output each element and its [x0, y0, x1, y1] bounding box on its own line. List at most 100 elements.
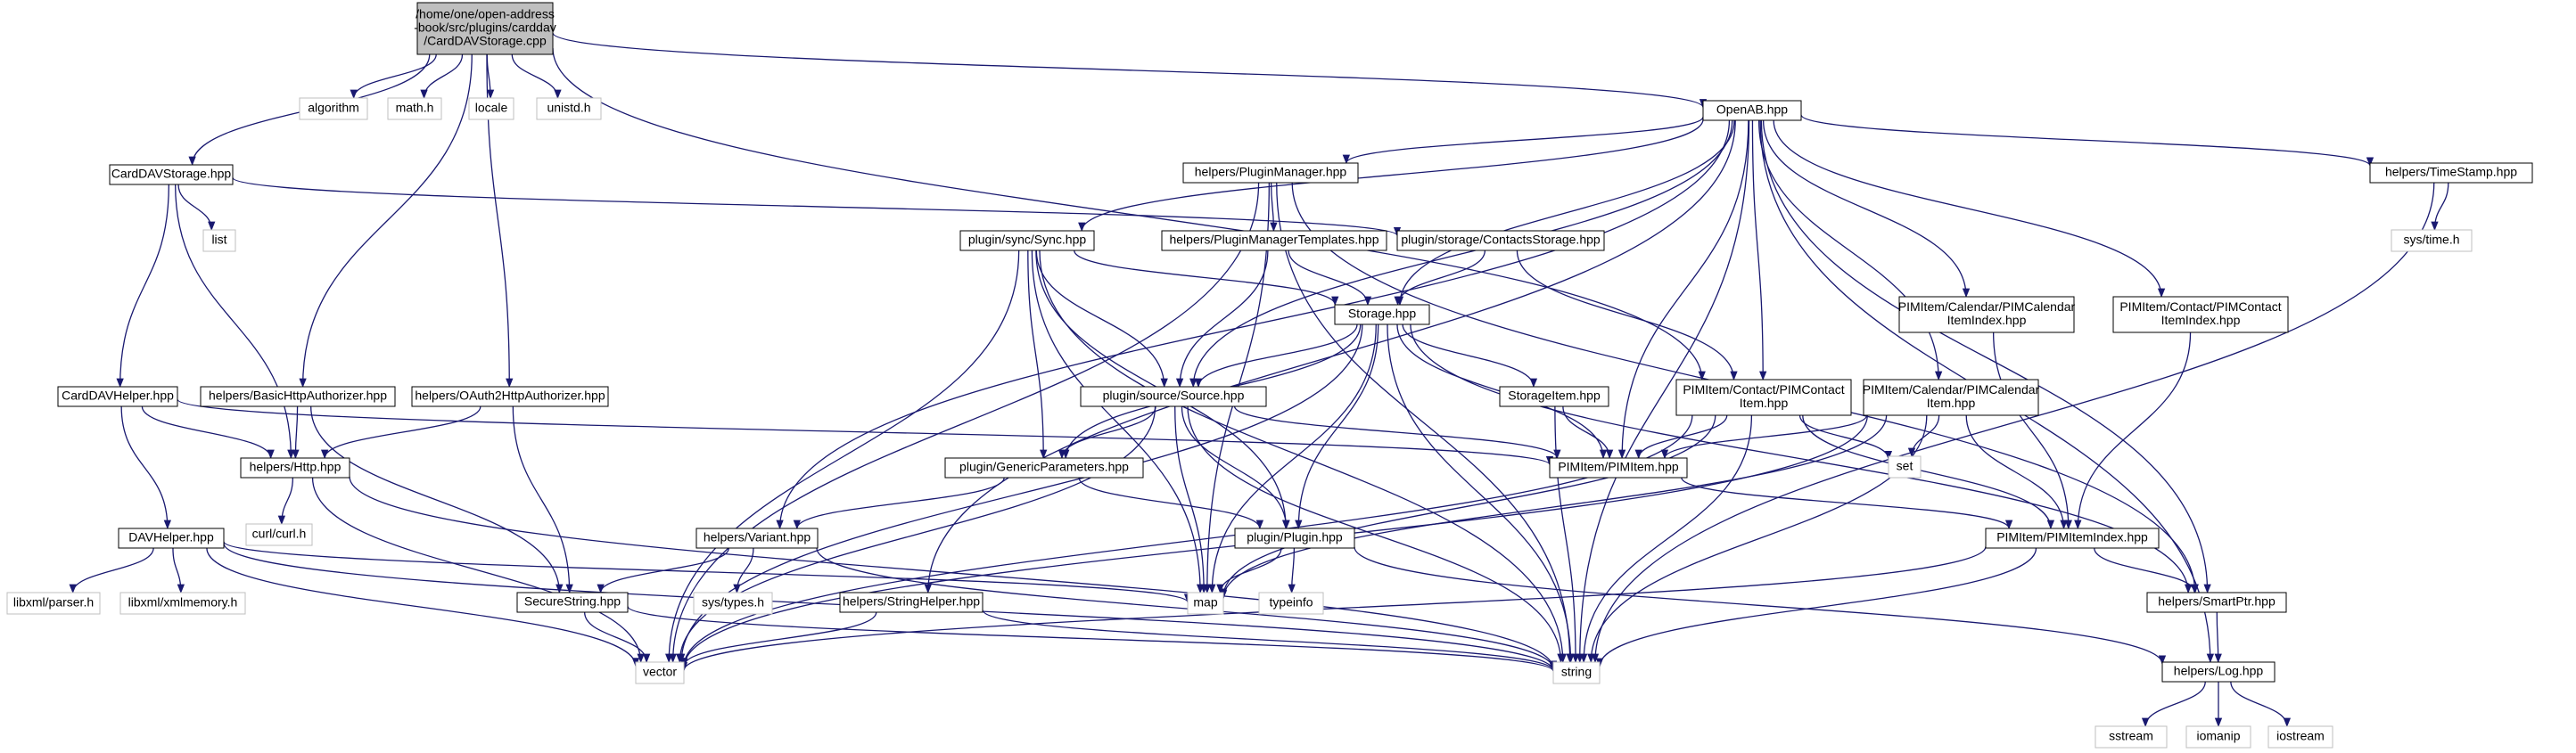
node-box-unistd_h — [536, 97, 602, 120]
edge-carddavstorage-to-http — [174, 184, 295, 460]
edge-openab-to-contactitem — [1751, 119, 1767, 381]
node-openab[interactable]: OpenAB.hpp — [1702, 100, 1802, 121]
node-box-root — [416, 2, 554, 55]
edge-storageitem-to-string — [1554, 405, 1580, 664]
edge-openab-to-variant — [776, 119, 1731, 530]
node-label-calidx: PIMItem/Calendar/PIMCalendar — [1898, 299, 2076, 314]
edge-openab-to-pluginmanager — [1342, 116, 1704, 165]
node-box-libxmlmem — [119, 592, 246, 615]
node-davhelper[interactable]: DAVHelper.hpp — [118, 528, 225, 549]
node-carddavhelper[interactable]: CardDAVHelper.hpp — [57, 386, 178, 407]
edge-pimitem-to-pimitemindex — [1681, 477, 2013, 530]
node-storage[interactable]: Storage.hpp — [1334, 304, 1430, 325]
edge-pmtemplates-to-source — [1175, 250, 1269, 389]
node-label-smartptr: helpers/SmartPtr.hpp — [2158, 594, 2276, 609]
edge-securestring-to-vector — [583, 611, 651, 664]
node-box-iomanip — [2185, 725, 2251, 749]
node-variant[interactable]: helpers/Variant.hpp — [695, 528, 819, 549]
node-vector: vector — [635, 661, 685, 684]
node-storageitem[interactable]: StorageItem.hpp — [1499, 386, 1609, 407]
edge-storage-to-source — [1194, 323, 1358, 389]
node-pimitem[interactable]: PIMItem/PIMItem.hpp — [1549, 457, 1688, 479]
node-label-iomanip: iomanip — [2196, 729, 2240, 743]
node-label-typeinfo: typeinfo — [1269, 595, 1313, 610]
node-box-map — [1187, 592, 1224, 615]
node-box-locale — [468, 97, 514, 120]
edge-source-to-map — [1174, 405, 1208, 594]
node-box-variant — [695, 528, 819, 549]
node-label-curl: curl/curl.h — [252, 527, 307, 541]
node-box-iostream — [2267, 725, 2333, 749]
node-box-openab — [1702, 100, 1802, 121]
node-label-plugin: plugin/Plugin.hpp — [1247, 530, 1343, 544]
node-sync[interactable]: plugin/sync/Sync.hpp — [959, 230, 1095, 251]
node-plugin[interactable]: plugin/Plugin.hpp — [1234, 528, 1355, 549]
edge-contactitem-to-string — [1580, 414, 1753, 664]
node-box-source — [1080, 386, 1267, 407]
node-box-pimitem — [1549, 457, 1688, 479]
node-label-pimitem: PIMItem/PIMItem.hpp — [1558, 460, 1679, 474]
node-box-systypes — [693, 592, 773, 615]
edge-openab-to-calidx — [1762, 119, 1971, 299]
edge-calitem-to-pimitemindex — [1965, 414, 2068, 530]
edge-pluginmanager-to-string — [1276, 182, 1574, 664]
edge-calitem-to-pimitem — [1660, 414, 1868, 460]
node-oauth2[interactable]: helpers/OAuth2HttpAuthorizer.hpp — [411, 386, 609, 407]
node-timestamp[interactable]: helpers/TimeStamp.hpp — [2369, 162, 2533, 184]
edge-sync-to-map — [1031, 250, 1205, 594]
edge-calitem-to-set — [1907, 414, 1940, 458]
node-smartptr[interactable]: helpers/SmartPtr.hpp — [2146, 592, 2287, 613]
edge-plugin-to-typeinfo — [1288, 547, 1296, 594]
node-label-vector: vector — [643, 665, 677, 679]
node-contactsstorage[interactable]: plugin/storage/ContactsStorage.hpp — [1396, 230, 1605, 251]
edge-openab-to-smartptr — [1760, 119, 2211, 594]
edge-pimitemindex-to-smartptr — [2094, 547, 2199, 594]
node-box-http — [240, 457, 350, 479]
node-label-calitem: Item.hpp — [1927, 396, 1976, 410]
node-box-log — [2161, 661, 2276, 683]
node-label-calitem: PIMItem/Calendar/PIMCalendar — [1863, 382, 2040, 397]
node-box-davhelper — [118, 528, 225, 549]
node-calidx[interactable]: PIMItem/Calendar/PIMCalendarItemIndex.hp… — [1898, 296, 2076, 333]
node-source[interactable]: plugin/source/Source.hpp — [1080, 386, 1267, 407]
edge-calitem-to-map — [1219, 414, 1888, 600]
edge-openab-to-storage — [1395, 119, 1735, 307]
node-label-variant: helpers/Variant.hpp — [704, 530, 811, 544]
node-stringhelper[interactable]: helpers/StringHelper.hpp — [839, 592, 983, 613]
node-genericparams[interactable]: plugin/GenericParameters.hpp — [944, 457, 1144, 479]
edge-stringhelper-to-vector — [679, 611, 877, 667]
node-label-root: /CardDAVStorage.cpp — [424, 34, 547, 48]
node-label-root: -book/src/plugins/carddav — [414, 20, 556, 35]
node-label-math_h: math.h — [396, 101, 434, 115]
node-securestring[interactable]: SecureString.hpp — [516, 592, 629, 613]
edge-contactitem-to-pimitemindex — [1802, 414, 2055, 530]
edge-root-to-math_h — [420, 53, 464, 100]
node-algorithm: algorithm — [299, 97, 368, 120]
node-carddavstorage[interactable]: CardDAVStorage.hpp — [109, 164, 234, 185]
node-pmtemplates[interactable]: helpers/PluginManagerTemplates.hpp — [1161, 230, 1387, 251]
node-box-sstream — [2095, 725, 2168, 749]
node-root[interactable]: /home/one/open-address-book/src/plugins/… — [414, 2, 556, 55]
edge-openab-to-string — [1576, 119, 1750, 664]
node-label-libxmlparser: libxml/parser.h — [13, 595, 94, 610]
node-box-securestring — [516, 592, 629, 613]
edge-davhelper-to-map — [223, 541, 1191, 603]
edge-openab-to-sync — [1078, 119, 1704, 233]
node-log[interactable]: helpers/Log.hpp — [2161, 661, 2276, 683]
edge-storage-to-smartptr — [1410, 323, 2193, 594]
node-label-carddavstorage: CardDAVStorage.hpp — [111, 167, 232, 181]
edge-storage-to-map — [1208, 323, 1377, 594]
node-iomanip: iomanip — [2185, 725, 2251, 749]
node-basicauth[interactable]: helpers/BasicHttpAuthorizer.hpp — [200, 386, 396, 407]
node-pluginmanager[interactable]: helpers/PluginManager.hpp — [1182, 162, 1359, 184]
node-http[interactable]: helpers/Http.hpp — [240, 457, 350, 479]
node-label-map: map — [1193, 595, 1217, 610]
edge-sync-to-storage — [1074, 250, 1339, 307]
node-pimitemindex[interactable]: PIMItem/PIMItemIndex.hpp — [1985, 528, 2160, 549]
node-box-vector — [635, 661, 685, 684]
node-box-genericparams — [944, 457, 1144, 479]
node-label-sync: plugin/sync/Sync.hpp — [968, 233, 1087, 247]
